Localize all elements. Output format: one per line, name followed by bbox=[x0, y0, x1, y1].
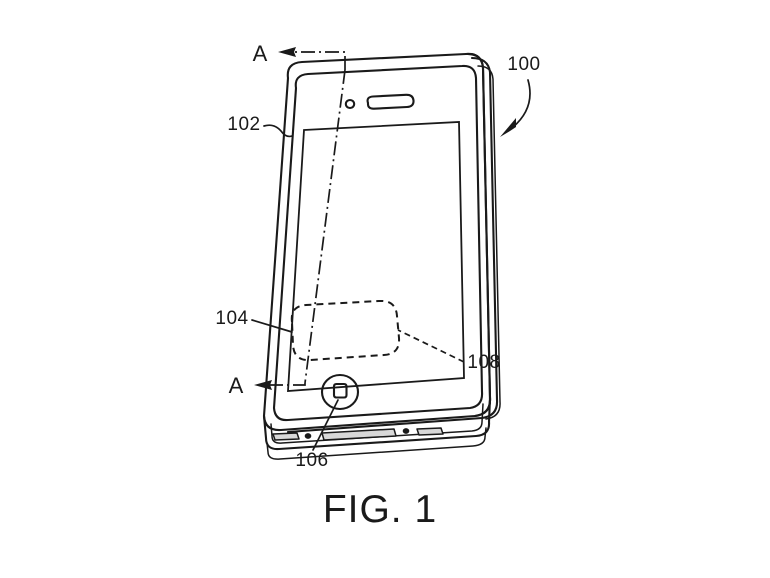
display-screen-rect[interactable] bbox=[287, 121, 465, 392]
section-a-top-arrowhead bbox=[278, 47, 296, 57]
section-a-top-leader bbox=[292, 51, 346, 70]
device-bottom-chamfer-band bbox=[266, 427, 487, 460]
ref-102-leader bbox=[263, 124, 293, 138]
section-marker-a-bottom-group: A bbox=[229, 373, 306, 398]
bottom-speaker-grille-left bbox=[272, 432, 300, 441]
device-right-depth-edge-mid bbox=[477, 65, 501, 420]
ref-102-group: 102 bbox=[227, 114, 293, 138]
ref-106-group: 106 bbox=[295, 399, 339, 471]
bottom-speaker-grille-right bbox=[416, 427, 444, 436]
ref-100-group: 100 bbox=[500, 54, 540, 137]
ref-104-group: 104 bbox=[215, 308, 293, 333]
ref-106-leader bbox=[312, 399, 339, 451]
ref-100-arrowhead bbox=[500, 118, 516, 137]
device-right-depth-edge-outer bbox=[286, 56, 499, 434]
section-a-bottom-label: A bbox=[229, 373, 244, 398]
ref-104-leader bbox=[251, 319, 293, 333]
figure-caption: FIG. 1 bbox=[323, 488, 437, 531]
section-line-aa-group bbox=[304, 69, 346, 384]
display-screen-group bbox=[287, 121, 465, 392]
dock-connector-port bbox=[321, 428, 397, 441]
earpiece-speaker-icon bbox=[366, 93, 415, 110]
home-button-outer-circle[interactable] bbox=[320, 373, 360, 411]
ref-108-group: 108 bbox=[397, 329, 500, 373]
section-a-bottom-arrowhead bbox=[254, 380, 272, 390]
ref-106-label: 106 bbox=[295, 450, 328, 471]
bottom-ports-group bbox=[272, 427, 444, 441]
ref-102-label: 102 bbox=[227, 114, 260, 135]
ref-108-label: 108 bbox=[467, 352, 500, 373]
sensing-region-group bbox=[290, 299, 401, 362]
section-a-bottom-leader bbox=[268, 383, 306, 386]
section-line-aa bbox=[304, 69, 346, 384]
section-marker-a-top-group: A bbox=[253, 41, 346, 70]
home-button-square-icon bbox=[332, 382, 348, 399]
microphone-port-right bbox=[402, 428, 410, 434]
ref-104-label: 104 bbox=[215, 308, 248, 329]
device-top-right-corner-accent bbox=[465, 52, 482, 61]
device-inner-bezel-outline bbox=[272, 64, 484, 422]
sensing-region-dashed-outline bbox=[290, 299, 401, 362]
home-button-group[interactable] bbox=[320, 373, 360, 411]
ref-108-leader bbox=[397, 329, 465, 363]
top-features-group bbox=[344, 93, 415, 110]
proximity-sensor-icon bbox=[344, 98, 356, 110]
device-body-group bbox=[262, 52, 501, 460]
ref-100-label: 100 bbox=[507, 54, 540, 75]
microphone-port-left bbox=[304, 433, 312, 439]
section-a-top-label: A bbox=[253, 41, 268, 66]
